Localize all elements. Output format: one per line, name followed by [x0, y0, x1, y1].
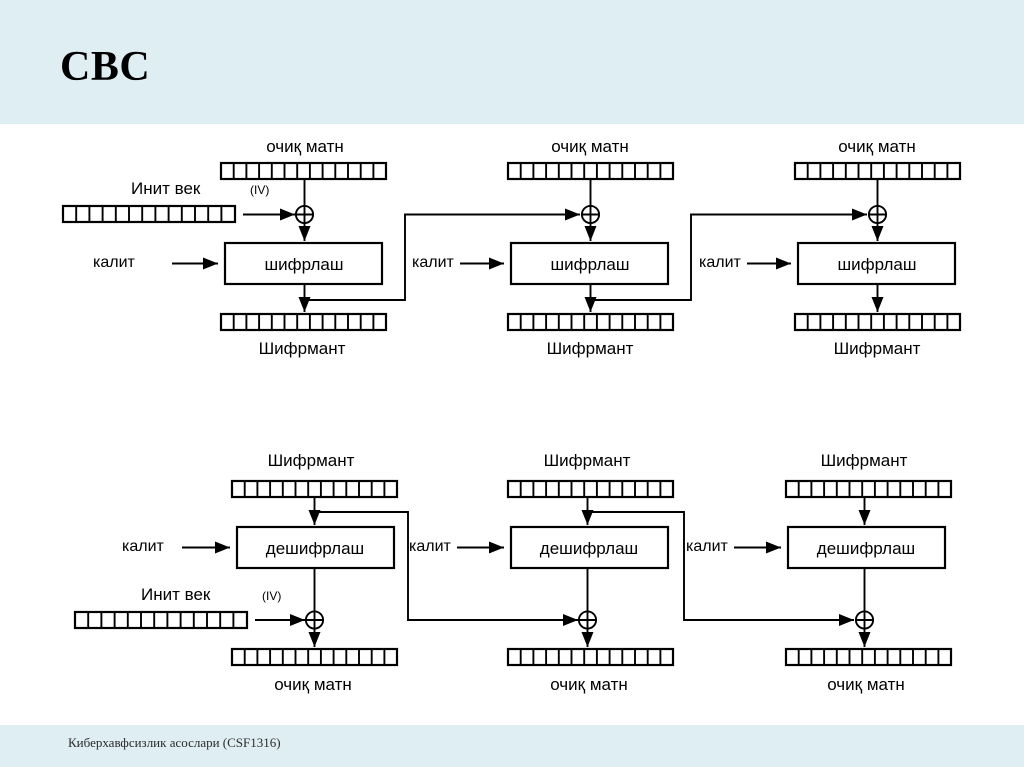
page-title: CBC [60, 44, 151, 90]
label-iv-abbrev-dec-1: (IV) [262, 589, 282, 603]
bit-bar-iv-1 [61, 204, 237, 224]
label-plaintext-2: очиқ матн [551, 137, 629, 156]
label-plaintext-1: очиқ матн [266, 137, 344, 156]
xor-gate-dec-2 [577, 610, 598, 630]
bit-bar-plaintext-out-3 [784, 647, 953, 667]
label-encrypt-2: шифрлаш [550, 255, 630, 274]
label-ciphertext-2: Шифрмант [546, 339, 634, 358]
label-encrypt-1: шифрлаш [264, 255, 344, 274]
label-ciphertext-in-3: Шифрмант [820, 451, 908, 470]
label-ciphertext-in-1: Шифрмант [267, 451, 355, 470]
label-key-enc-2: калит [412, 254, 454, 271]
footer-band [0, 725, 1024, 767]
label-key-dec-1: калит [122, 538, 164, 555]
label-plaintext-3: очиқ матн [838, 137, 916, 156]
bit-bar-ciphertext-3 [793, 312, 962, 332]
label-plaintext-out-3: очиқ матн [827, 675, 905, 694]
footer-course-label: Киберхавфсизлик асослари (CSF1316) [68, 735, 281, 750]
label-iv-1: Инит век [131, 179, 201, 198]
xor-gate-3 [867, 204, 888, 225]
label-key-dec-3: калит [686, 538, 728, 555]
bit-bar-ciphertext-1 [219, 312, 388, 332]
feedback-path-dec-2 [587, 511, 854, 627]
label-plaintext-out-1: очиқ матн [274, 675, 352, 694]
bit-bar-plaintext-3 [793, 161, 962, 181]
label-key-enc-1: калит [93, 254, 135, 271]
label-decrypt-1: дешифрлаш [265, 539, 365, 558]
label-plaintext-out-2: очиқ матн [550, 675, 628, 694]
header-band [0, 0, 1024, 124]
label-iv-abbrev-1: (IV) [250, 183, 270, 197]
label-decrypt-2: дешифрлаш [539, 539, 639, 558]
label-encrypt-3: шифрлаш [837, 255, 917, 274]
bit-bar-ciphertext-in-1 [230, 479, 399, 499]
bit-bar-plaintext-1 [219, 161, 388, 181]
label-key-dec-2: калит [409, 538, 451, 555]
label-ciphertext-in-2: Шифрмант [543, 451, 631, 470]
bit-bar-iv-dec-1 [73, 610, 249, 630]
xor-gate-2 [580, 204, 601, 225]
feedback-path-dec-1 [314, 511, 578, 627]
bit-bar-plaintext-out-2 [506, 647, 675, 667]
xor-gate-1 [294, 204, 315, 225]
label-iv-dec-1: Инит век [141, 585, 211, 604]
bit-bar-plaintext-out-1 [230, 647, 399, 667]
bit-bar-ciphertext-in-3 [784, 479, 953, 499]
xor-gate-dec-1 [304, 610, 325, 630]
bit-bar-ciphertext-2 [506, 312, 675, 332]
bit-bar-ciphertext-in-2 [506, 479, 675, 499]
label-decrypt-3: дешифрлаш [816, 539, 916, 558]
label-ciphertext-3: Шифрмант [833, 339, 921, 358]
xor-gate-dec-3 [854, 610, 875, 630]
label-key-enc-3: калит [699, 254, 741, 271]
label-ciphertext-1: Шифрмант [258, 339, 346, 358]
bit-bar-plaintext-2 [506, 161, 675, 181]
